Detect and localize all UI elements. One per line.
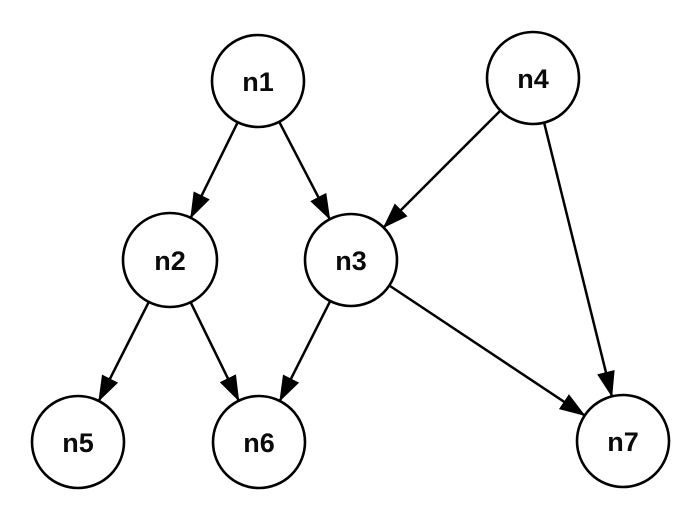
node-n3: n3 (303, 212, 399, 308)
edge-n4-n7-arrow (542, 122, 615, 398)
node-label-n6: n6 (243, 428, 275, 458)
node-n2: n2 (121, 211, 219, 309)
node-circle-n1 (210, 33, 306, 129)
node-n5: n5 (30, 394, 126, 490)
node-circle-n6 (211, 394, 307, 490)
node-circle-n4 (485, 30, 581, 126)
node-label-n5: n5 (62, 428, 94, 458)
node-circle-n5 (30, 394, 126, 490)
node-circle-n2 (121, 211, 219, 309)
nodes-layer: n1 n2 n3 n4 n5 n6 n7 (30, 30, 671, 490)
edge-n4-n3-arrow (382, 109, 502, 229)
edges-layer (97, 109, 615, 417)
node-circle-n7 (575, 393, 671, 489)
node-n1: n1 (210, 33, 306, 129)
node-label-n1: n1 (242, 67, 274, 97)
edge-n3-n6-arrow (278, 300, 332, 402)
node-n6: n6 (211, 394, 307, 490)
edge-n2-n5-arrow (97, 301, 150, 402)
node-n4: n4 (485, 30, 581, 126)
node-circle-n3 (303, 212, 399, 308)
node-label-n4: n4 (517, 64, 549, 94)
node-label-n7: n7 (607, 427, 639, 457)
node-label-n2: n2 (154, 246, 186, 276)
edge-n3-n7-arrow (388, 284, 586, 417)
node-label-n3: n3 (335, 246, 367, 276)
node-n7: n7 (575, 393, 671, 489)
edge-n2-n6-arrow (189, 301, 240, 402)
edge-n1-n3-arrow (278, 121, 331, 221)
edge-n1-n2-arrow (189, 121, 239, 219)
